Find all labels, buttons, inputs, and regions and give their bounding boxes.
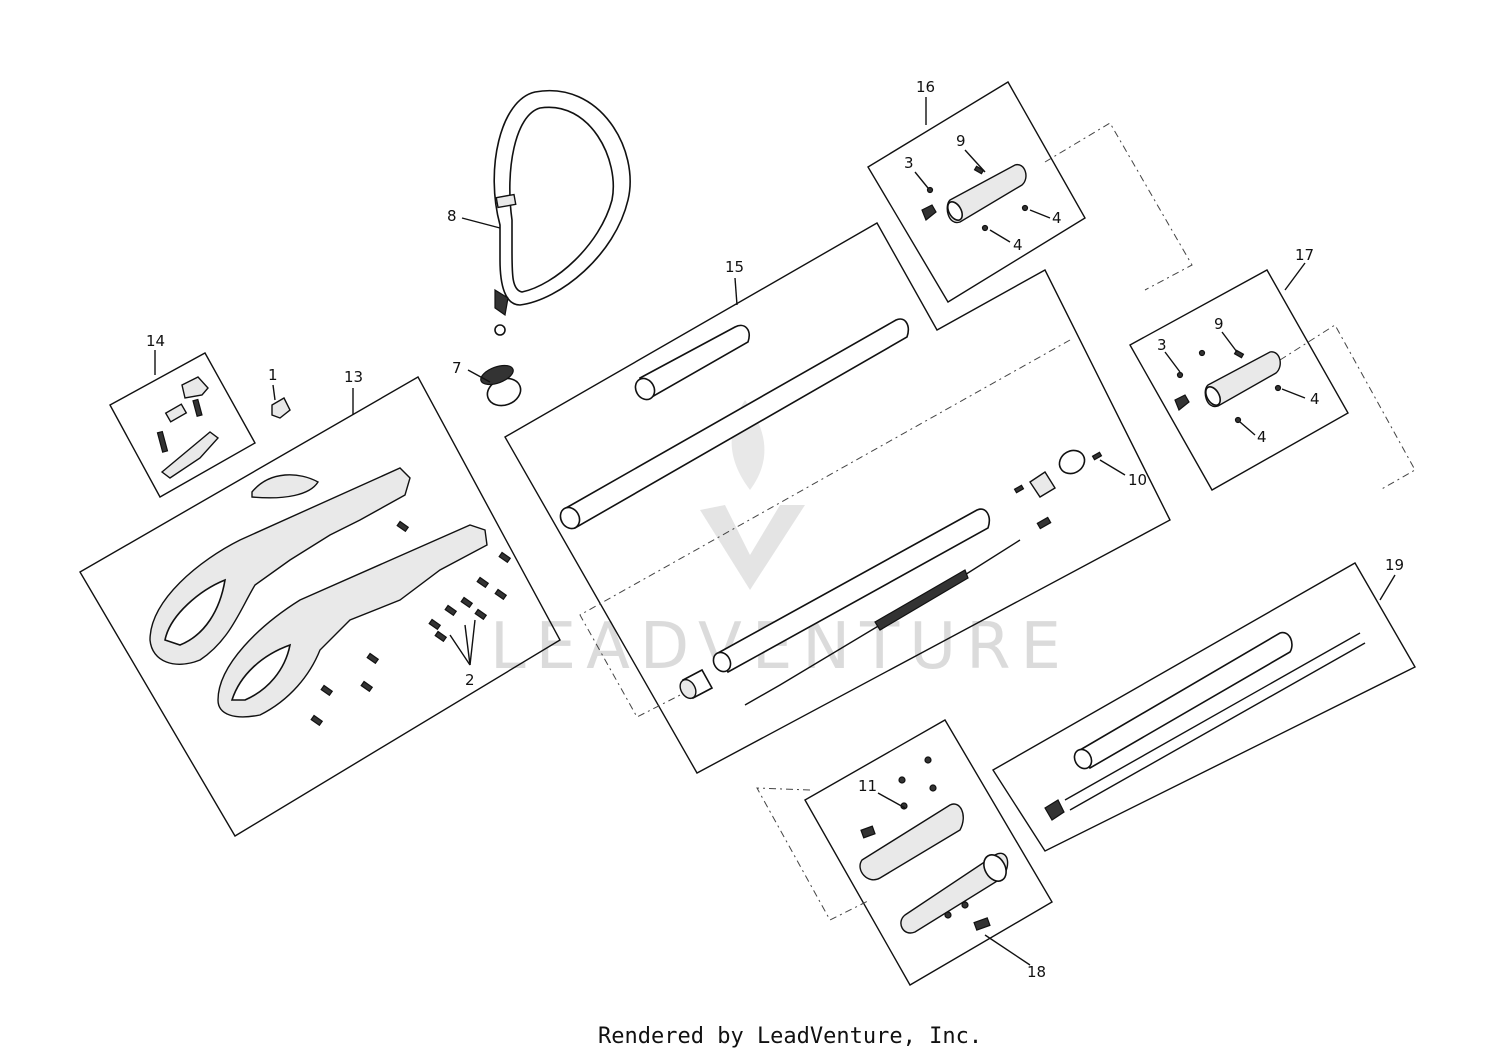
callout-3-group-17: 3 <box>1157 336 1167 354</box>
leader-lines <box>154 97 1396 966</box>
end-cap <box>679 668 714 700</box>
handle-half-right <box>217 524 488 718</box>
lower-shaft-tube <box>712 508 991 674</box>
handle-trigger-cover <box>251 474 319 499</box>
dashed-link-15 <box>579 339 1071 718</box>
callout-11: 11 <box>858 777 877 795</box>
callout-9-group-17: 9 <box>1214 315 1224 333</box>
callout-19: 19 <box>1385 556 1404 574</box>
group-box-19 <box>992 562 1416 852</box>
part-15-shaft-assembly <box>559 318 1103 706</box>
callout-7: 7 <box>452 359 462 377</box>
callout-15: 15 <box>725 258 744 276</box>
callout-2: 2 <box>465 671 475 689</box>
callout-17: 17 <box>1295 246 1314 264</box>
dashed-link-18 <box>756 787 871 921</box>
callout-1: 1 <box>268 366 278 384</box>
group-box-14 <box>109 352 256 498</box>
callout-13: 13 <box>344 368 363 386</box>
footer-credit: Rendered by LeadVenture, Inc. <box>598 1024 982 1049</box>
short-tube <box>634 324 750 401</box>
watermark-logo-icon <box>700 505 805 590</box>
group-box-17 <box>1129 269 1349 491</box>
part-7-clip-ring <box>480 364 522 407</box>
dashed-link-17 <box>1279 324 1416 491</box>
handle-half-left <box>149 467 411 665</box>
group-box-18 <box>804 719 1053 986</box>
upper-shaft-tube <box>559 318 910 530</box>
part-13-handle-housing <box>149 467 512 727</box>
callout-4-group-16-a: 4 <box>1052 209 1062 227</box>
part-19-lower-shaft <box>1044 631 1366 821</box>
part-1-lock-button <box>271 397 291 419</box>
part-8-shoulder-strap <box>493 89 631 336</box>
callout-labels: 14 1 13 8 7 15 16 3 9 4 4 17 3 9 4 4 10 … <box>146 78 1404 981</box>
callout-14: 14 <box>146 332 165 350</box>
group-box-16 <box>867 81 1086 303</box>
callout-8: 8 <box>447 207 457 225</box>
callout-10: 10 <box>1128 471 1147 489</box>
callout-3-group-16: 3 <box>904 154 914 172</box>
callout-16: 16 <box>916 78 935 96</box>
screws-2 <box>310 520 512 727</box>
callout-4-group-16-b: 4 <box>1013 236 1023 254</box>
group-box-15 <box>504 222 1171 774</box>
callout-4-group-17-a: 4 <box>1310 390 1320 408</box>
coupler-bushing <box>1013 449 1103 530</box>
part-18-gear-housing <box>859 756 1009 934</box>
dashed-link-16 <box>1044 122 1193 291</box>
part-17-coupler-assembly <box>1174 349 1282 424</box>
callout-4-group-17-b: 4 <box>1257 428 1267 446</box>
part-14-trigger-kit <box>156 376 220 479</box>
drive-cable <box>744 539 1021 706</box>
callout-9-group-16: 9 <box>956 132 966 150</box>
part-16-coupler-assembly <box>921 164 1029 232</box>
group-box-13 <box>79 376 561 837</box>
callout-18: 18 <box>1027 963 1046 981</box>
